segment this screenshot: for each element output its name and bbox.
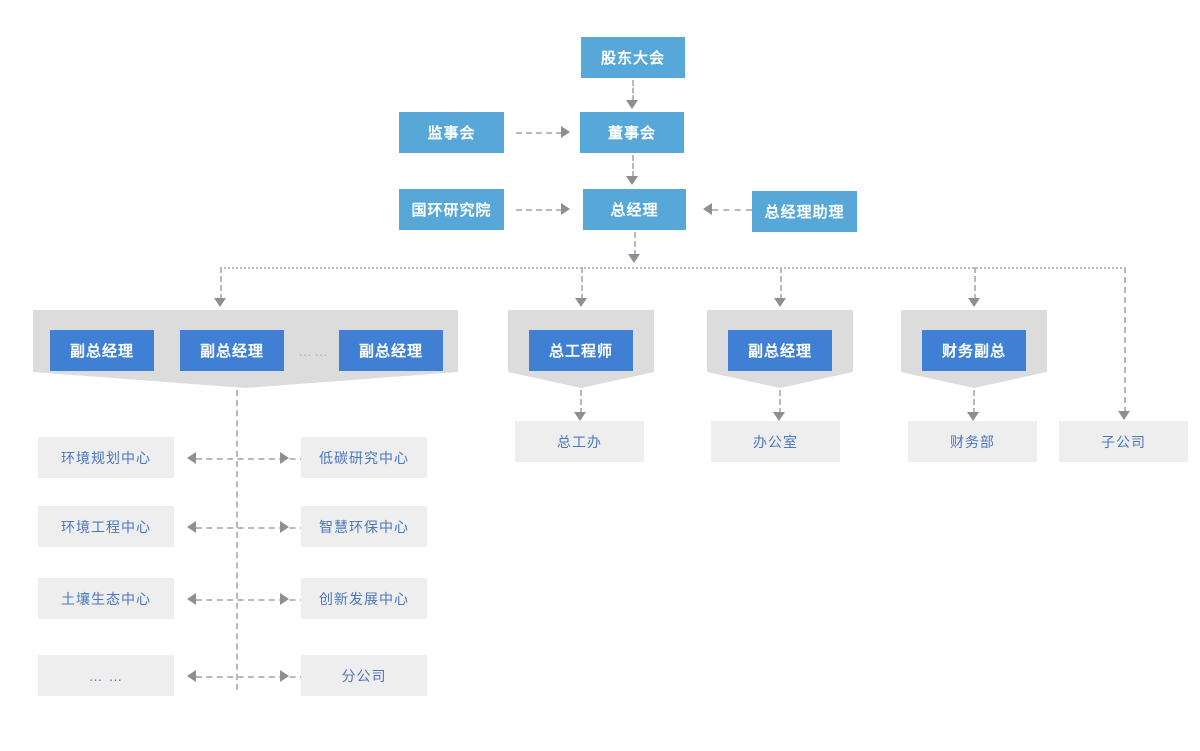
arrow-assistant-to-gm (703, 203, 712, 215)
node-admin-office[interactable]: 办公室 (711, 421, 840, 462)
node-vp-3[interactable]: 副总经理 (339, 330, 443, 371)
arrow-institute-to-gm (561, 203, 570, 215)
bus-drop-vp-admin (780, 267, 782, 300)
node-center-right-4[interactable]: 分公司 (301, 655, 427, 696)
arrow-bus-to-vp-group (214, 298, 226, 307)
node-chief-engineer-office[interactable]: 总工办 (515, 421, 644, 462)
connector-shareholders-to-board (632, 80, 634, 101)
node-label: 智慧环保中心 (319, 518, 409, 535)
node-center-right-1[interactable]: 低碳研究中心 (301, 437, 427, 478)
node-shareholders-meeting[interactable]: 股东大会 (581, 37, 685, 78)
connector-spine-left-2 (196, 527, 306, 529)
node-vp-2[interactable]: 副总经理 (180, 330, 284, 371)
arrow-spine-to-right-4 (280, 670, 289, 682)
connector-spine-left-3 (196, 599, 306, 601)
node-subsidiary[interactable]: 子公司 (1059, 421, 1188, 462)
node-center-left-3[interactable]: 土壤生态中心 (38, 578, 174, 619)
node-label: 总经理 (610, 202, 659, 219)
arrow-spine-to-left-3 (187, 593, 196, 605)
node-center-right-3[interactable]: 创新发展中心 (301, 578, 427, 619)
node-label: 总工办 (557, 433, 602, 450)
node-center-left-2[interactable]: 环境工程中心 (38, 506, 174, 547)
node-finance-department[interactable]: 财务部 (908, 421, 1037, 462)
node-label: 环境工程中心 (61, 518, 151, 535)
node-label: 财务部 (950, 433, 995, 450)
node-label: 副总经理 (747, 343, 812, 360)
ellipsis-label: …… (298, 342, 330, 359)
node-board-of-directors[interactable]: 董事会 (580, 112, 684, 153)
node-center-left-4[interactable]: … … (38, 655, 174, 696)
bus-drop-vp-group (220, 267, 222, 300)
arrow-spine-to-left-4 (187, 670, 196, 682)
node-vp-admin[interactable]: 副总经理 (728, 330, 832, 371)
arrow-supervisory-to-board (561, 126, 570, 138)
arrow-spine-to-right-3 (280, 593, 289, 605)
node-label: 国环研究院 (411, 202, 492, 219)
node-label: 副总经理 (358, 343, 423, 360)
connector-spine-left-1 (196, 458, 306, 460)
connector-assistant-to-gm (712, 209, 752, 211)
connector-cfo-to-finance (973, 390, 975, 414)
node-label: 副总经理 (69, 343, 134, 360)
node-label: 监事会 (427, 125, 476, 142)
vp-group-ellipsis: …… (288, 330, 340, 371)
arrow-spine-to-right-1 (280, 452, 289, 464)
node-label: 财务副总 (941, 343, 1006, 360)
arrow-bus-to-subsidiary (1118, 411, 1130, 420)
node-supervisory-board[interactable]: 监事会 (399, 112, 504, 153)
node-research-institute[interactable]: 国环研究院 (399, 189, 504, 230)
node-label: 总工程师 (548, 343, 613, 360)
connector-vp-group-spine (236, 390, 238, 690)
node-cfo[interactable]: 财务副总 (922, 330, 1026, 371)
node-label: 董事会 (607, 125, 656, 142)
arrow-bus-to-cfo (968, 298, 980, 307)
node-general-manager[interactable]: 总经理 (583, 189, 686, 230)
bus-drop-cfo (974, 267, 976, 300)
node-label: 子公司 (1101, 433, 1146, 450)
node-label: 分公司 (341, 667, 387, 684)
bus-drop-chief-engineer (581, 267, 583, 300)
arrow-board-to-gm (626, 176, 638, 185)
node-vp-1[interactable]: 副总经理 (50, 330, 154, 371)
arrow-chief-engineer-to-office (574, 412, 586, 421)
connector-institute-to-gm (516, 209, 562, 211)
arrow-bus-to-chief-engineer (575, 298, 587, 307)
node-label: 土壤生态中心 (61, 590, 151, 607)
node-chief-engineer[interactable]: 总工程师 (529, 330, 633, 371)
node-label: 副总经理 (199, 343, 264, 360)
node-center-left-1[interactable]: 环境规划中心 (38, 437, 174, 478)
node-label: 低碳研究中心 (319, 449, 409, 466)
arrow-spine-to-left-2 (187, 521, 196, 533)
node-label: 股东大会 (600, 50, 665, 67)
bus-drop-subsidiary (1124, 267, 1126, 413)
arrow-gm-to-bus (628, 254, 640, 263)
connector-board-to-gm (632, 155, 634, 177)
distribution-bus-line (220, 267, 1126, 269)
connector-vp-admin-to-office (779, 390, 781, 414)
arrow-cfo-to-finance (967, 412, 979, 421)
node-label: 总经理助理 (764, 204, 845, 221)
connector-gm-to-bus (634, 232, 636, 256)
arrow-spine-to-left-1 (187, 452, 196, 464)
node-label: 环境规划中心 (61, 449, 151, 466)
arrow-bus-to-vp-admin (774, 298, 786, 307)
node-label: 办公室 (753, 433, 798, 450)
arrow-vp-admin-to-office (773, 412, 785, 421)
connector-supervisory-to-board (516, 132, 562, 134)
arrow-shareholders-to-board (626, 100, 638, 109)
connector-spine-left-4 (196, 676, 306, 678)
arrow-spine-to-right-2 (280, 521, 289, 533)
node-gm-assistant[interactable]: 总经理助理 (752, 191, 857, 232)
node-label: 创新发展中心 (319, 590, 409, 607)
node-label: … … (88, 667, 124, 684)
node-center-right-2[interactable]: 智慧环保中心 (301, 506, 427, 547)
connector-chief-engineer-to-office (580, 390, 582, 414)
